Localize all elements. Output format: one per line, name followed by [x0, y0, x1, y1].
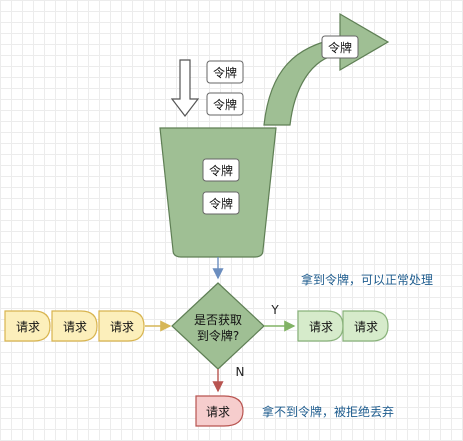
token-incoming-box	[206, 60, 244, 84]
token-incoming-label: 令牌	[213, 97, 237, 112]
request-accepted-item	[342, 310, 389, 342]
request-rejected-item	[195, 395, 244, 427]
request-queue-item	[98, 310, 145, 342]
token-incoming-box	[206, 92, 244, 116]
request-queue-label: 请求	[16, 320, 40, 334]
request-accepted-label: 请求	[309, 320, 333, 334]
token-input-arrow	[170, 59, 200, 117]
request-queue-label: 请求	[110, 320, 134, 334]
token-output-arrow	[263, 12, 390, 126]
yes-label: Y	[270, 303, 279, 317]
no-label: N	[236, 365, 245, 379]
token-bucket-box	[202, 158, 240, 182]
accepted-caption: 拿到令牌，可以正常处理	[301, 273, 434, 287]
request-queue-item	[4, 310, 51, 342]
decision-text-line1: 是否获取	[194, 313, 242, 327]
request-queue-label: 请求	[63, 320, 87, 334]
token-bucket-box	[202, 191, 240, 215]
token-bucket-label: 令牌	[209, 196, 233, 211]
rejected-caption: 拿不到令牌，被拒绝丢弃	[262, 405, 395, 419]
request-rejected-label: 请求	[206, 405, 230, 419]
token-bucket-label: 令牌	[209, 163, 233, 178]
request-accepted-label: 请求	[354, 320, 378, 334]
token-outgoing-label: 令牌	[328, 40, 352, 55]
decision-text-line2: 到令牌?	[197, 328, 239, 343]
token-outgoing-box	[321, 35, 359, 59]
token-incoming-label: 令牌	[213, 65, 237, 80]
request-queue-item	[51, 310, 98, 342]
